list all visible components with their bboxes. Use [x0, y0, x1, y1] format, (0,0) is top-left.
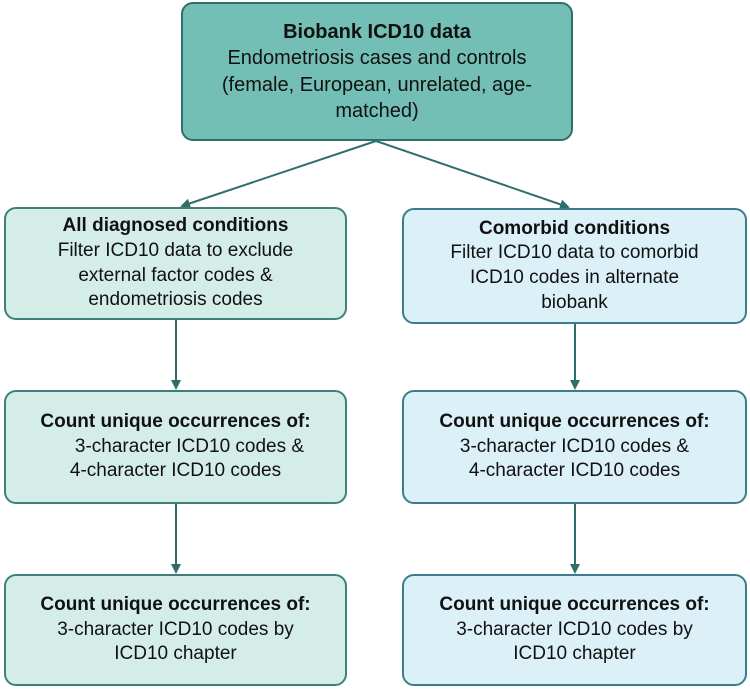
- left-count-chapter-line-1: 3-character ICD10 codes by: [57, 618, 294, 640]
- right-count-codes-title: Count unique occurrences of:: [439, 410, 710, 432]
- right-count-chapter-box: Count unique occurrences of: 3-character…: [402, 574, 747, 686]
- all-diagnosed-conditions-line-2: external factor codes &: [78, 264, 273, 286]
- arrow-top-to-right: [375, 140, 570, 210]
- comorbid-conditions-line-3: biobank: [541, 291, 608, 313]
- left-count-codes-title: Count unique occurrences of:: [40, 410, 311, 432]
- left-count-chapter-line-2: ICD10 chapter: [114, 643, 237, 665]
- arrow-top-to-left: [180, 140, 377, 209]
- left-count-codes-line-1: 3-character ICD10 codes &: [74, 435, 305, 457]
- comorbid-conditions-title: Comorbid conditions: [478, 217, 671, 239]
- right-count-codes-box: Count unique occurrences of: 3-character…: [402, 390, 747, 504]
- right-count-codes-line-1: 3-character ICD10 codes &: [459, 435, 690, 457]
- biobank-data-title: Biobank ICD10 data: [283, 20, 471, 43]
- all-diagnosed-conditions-line-1: Filter ICD10 data to exclude: [57, 239, 294, 261]
- comorbid-conditions-line-2: ICD10 codes in alternate: [469, 267, 680, 288]
- biobank-data-line-3: matched): [335, 99, 419, 122]
- comorbid-conditions-box: Comorbid conditions Filter ICD10 data to…: [402, 208, 747, 324]
- left-count-codes-box: Count unique occurrences of: 3-character…: [4, 390, 347, 504]
- comorbid-conditions-line-1: Filter ICD10 data to comorbid: [450, 242, 699, 264]
- right-count-codes-line-2: 4-character ICD10 codes: [468, 460, 681, 482]
- right-count-chapter-title: Count unique occurrences of:: [439, 593, 710, 615]
- biobank-data-line-1: Endometriosis cases and controls: [227, 47, 527, 70]
- all-diagnosed-conditions-box: All diagnosed conditions Filter ICD10 da…: [4, 207, 347, 320]
- biobank-data-box: Biobank ICD10 data Endometriosis cases a…: [181, 2, 573, 141]
- right-count-chapter-line-2: ICD10 chapter: [513, 643, 636, 665]
- right-count-chapter-line-1: 3-character ICD10 codes by: [456, 618, 693, 640]
- left-count-codes-line-2: 4-character ICD10 codes: [69, 460, 282, 482]
- left-count-chapter-box: Count unique occurrences of: 3-character…: [4, 574, 347, 686]
- biobank-data-line-2: (female, European, unrelated, age-: [221, 73, 533, 96]
- all-diagnosed-conditions-line-3: endometriosis codes: [88, 289, 263, 311]
- all-diagnosed-conditions-title: All diagnosed conditions: [62, 215, 289, 237]
- left-count-chapter-title: Count unique occurrences of:: [40, 593, 311, 615]
